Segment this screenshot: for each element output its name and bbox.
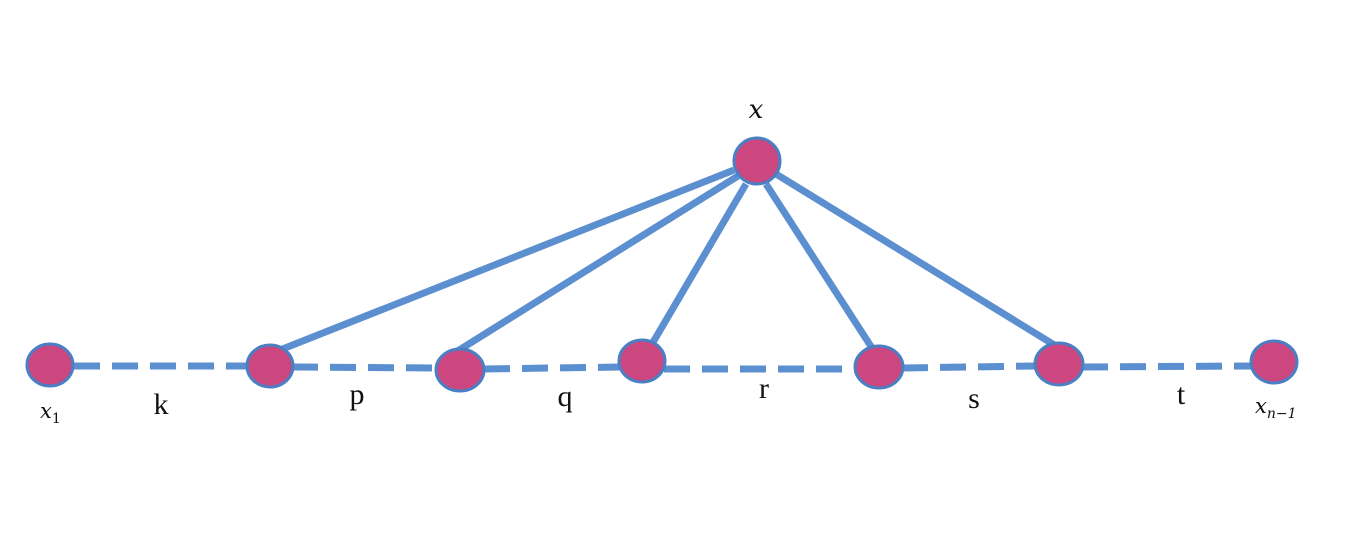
segment-label-s: s xyxy=(968,382,980,415)
hub-edge-1 xyxy=(278,166,736,354)
hub-edge-5 xyxy=(774,171,1058,349)
nodes xyxy=(25,136,1299,393)
path-node-5 xyxy=(853,344,905,390)
hub-edge-2 xyxy=(454,173,740,355)
path-node-2 xyxy=(245,343,295,389)
start-node-label-base: x xyxy=(40,399,52,423)
path-node-4 xyxy=(617,338,667,384)
start-node-label: x1 xyxy=(40,399,61,427)
hub-node xyxy=(732,136,782,186)
segment-label-r: r xyxy=(759,372,769,405)
path-node-7 xyxy=(1249,339,1299,385)
end-node-label-subscript: n−1 xyxy=(1267,406,1297,422)
hub-label: x xyxy=(749,95,764,125)
path-node-1 xyxy=(25,342,75,388)
end-node-label: xn−1 xyxy=(1255,394,1297,422)
segment-label-k: k xyxy=(154,388,169,421)
path-edge-q xyxy=(483,363,621,373)
hub-edges xyxy=(278,166,1058,355)
end-node-label-base: x xyxy=(1255,394,1267,418)
path-node-6 xyxy=(1033,341,1085,387)
start-node-label-subscript: 1 xyxy=(52,411,61,427)
path-edge-s xyxy=(901,362,1037,372)
segment-label-p: p xyxy=(350,378,365,411)
path-edge-t xyxy=(1081,362,1253,371)
path-edge-p xyxy=(291,363,437,372)
path-node-3 xyxy=(434,347,486,393)
hub-edge-3 xyxy=(648,182,750,346)
segment-label-q: q xyxy=(558,380,573,413)
hub-edge-4 xyxy=(763,182,875,350)
path-edges xyxy=(74,362,1253,373)
segment-label-t: t xyxy=(1177,378,1186,411)
